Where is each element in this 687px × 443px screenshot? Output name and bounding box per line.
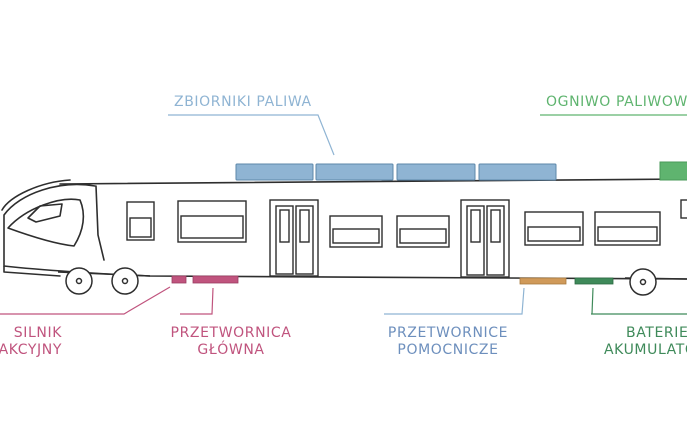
window-1 (126, 201, 155, 241)
window-2-inner (180, 215, 244, 239)
traction-motor-label-line1: SILNIK (14, 325, 62, 341)
window-4 (396, 215, 450, 248)
fuel-cell-block (659, 161, 687, 181)
aux-converters-label-line1: PRZETWORNICE (388, 325, 508, 341)
cab-pillar (95, 185, 105, 261)
window-5 (524, 211, 584, 246)
train-skirt (3, 265, 61, 277)
main-converter-label-line1: PRZETWORNICA (171, 325, 292, 341)
batteries-label-line2: AKUMULATORY (604, 342, 687, 358)
wheel-3-hub (639, 278, 647, 286)
window-4-inner (399, 228, 447, 244)
window-6 (594, 211, 661, 246)
window-3-inner (332, 228, 380, 244)
aux-converters-leader (384, 287, 525, 315)
fuel-tank-2 (315, 163, 394, 181)
door-2-leaf-right (486, 205, 505, 276)
door-1-glass-right (299, 209, 310, 243)
window-5-inner (527, 226, 581, 242)
door-1 (269, 199, 319, 277)
train-nose (3, 183, 96, 266)
fuel-tank-4 (478, 163, 557, 181)
fuel-tanks-leader (168, 114, 335, 156)
doors (269, 199, 510, 278)
wheel-1-hub (75, 277, 83, 285)
door-2 (460, 199, 510, 278)
window-6-inner (597, 226, 658, 242)
window-7 (680, 199, 687, 219)
main-converter-leader (180, 287, 214, 315)
fuel-cell-label: OGNIWO PALIWOWE (546, 94, 687, 110)
fuel-tanks (235, 163, 557, 181)
door-1-leaf-right (295, 205, 314, 275)
window-2 (177, 200, 247, 243)
batteries-leader (591, 287, 687, 315)
door-2-glass-left (470, 209, 481, 243)
main-converter-label-line2: GŁÓWNA (197, 340, 264, 358)
traction-motor-leader (0, 286, 171, 315)
nose-inner-line (1, 179, 71, 211)
leader-lines (0, 114, 687, 315)
window-1-inner (129, 217, 152, 238)
wheel-2-hub (121, 277, 129, 285)
cab-side-window (27, 203, 63, 223)
fuel-tanks-label: ZBIORNIKI PALIWA (174, 94, 312, 110)
door-1-glass-left (279, 209, 290, 243)
aux-converters-label-line2: POMOCNICZE (397, 342, 498, 358)
fuel-tank-3 (396, 163, 476, 181)
windows (126, 199, 687, 248)
door-1-leaf-left (275, 205, 294, 275)
aux-converter-block (519, 277, 567, 285)
train-roof (59, 178, 687, 185)
door-2-glass-right (490, 209, 501, 243)
main-converter-block (192, 275, 239, 284)
traction-motor-label-line2: TRAKCYJNY (0, 342, 62, 358)
traction-motor-block (171, 275, 187, 284)
bogies (57, 267, 687, 296)
window-3 (329, 215, 383, 248)
train-sill (3, 265, 687, 280)
battery-block (574, 277, 614, 285)
door-2-leaf-left (466, 205, 485, 276)
fuel-tank-1 (235, 163, 314, 181)
batteries-label-line1: BATERIE/ (626, 325, 687, 341)
